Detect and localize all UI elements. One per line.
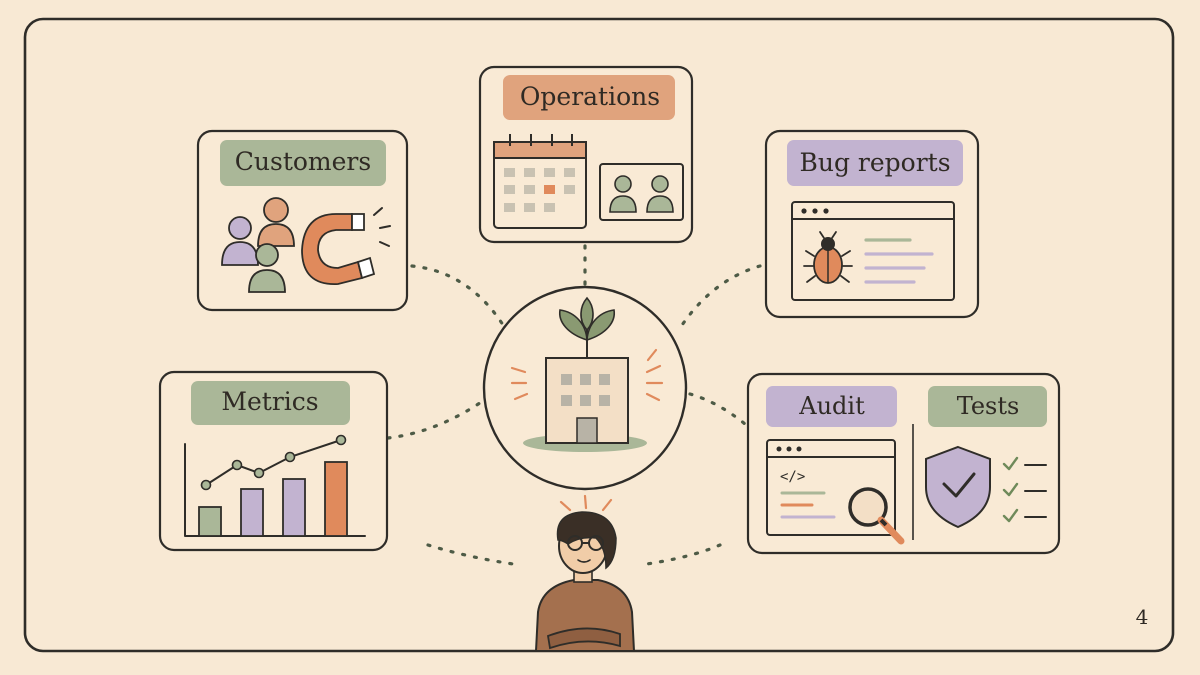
center-node [482, 285, 688, 491]
audit-tests-card: Audit Tests </> [746, 372, 1061, 555]
shield-check-icon [925, 445, 991, 529]
people-group-icon [221, 197, 295, 293]
operations-label: Operations [520, 82, 660, 111]
calendar-icon [493, 134, 587, 229]
tests-label: Tests [957, 392, 1020, 420]
customers-card: Customers [196, 129, 409, 312]
operations-tag [503, 75, 675, 120]
bug-reports-label: Bug reports [799, 148, 950, 177]
connector-bug-reports [678, 264, 762, 330]
customers-label: Customers [235, 147, 371, 176]
metrics-label: Metrics [221, 387, 318, 416]
browser-window-icon [791, 201, 955, 301]
connector-metrics [386, 394, 492, 440]
bar-line-chart-icon [184, 434, 366, 537]
building-with-plant-icon [510, 296, 664, 452]
operations-card: Operations [478, 65, 694, 244]
bug-reports-tag [787, 140, 963, 186]
bug-icon [803, 231, 853, 284]
magnifier-icon [848, 487, 905, 545]
checklist-icon [1002, 456, 1047, 523]
magnet-icon [301, 207, 391, 285]
connector-figure-left [426, 543, 522, 567]
connectors [386, 244, 762, 567]
connector-customers [410, 264, 507, 330]
connector-audit [688, 392, 747, 426]
page-number: 4 [1136, 605, 1149, 629]
metrics-tag [191, 381, 350, 425]
bug-reports-card: Bug reports [764, 129, 980, 319]
metrics-card: Metrics [158, 370, 389, 552]
audit-label: Audit [798, 392, 865, 420]
team-photo-icon [599, 163, 684, 221]
svg-text:</>: </> [780, 469, 805, 485]
customers-tag [220, 140, 386, 186]
connector-figure-right [638, 543, 722, 567]
thinking-person-icon [534, 494, 636, 652]
audit-tag [766, 386, 897, 427]
tests-tag [928, 386, 1047, 427]
